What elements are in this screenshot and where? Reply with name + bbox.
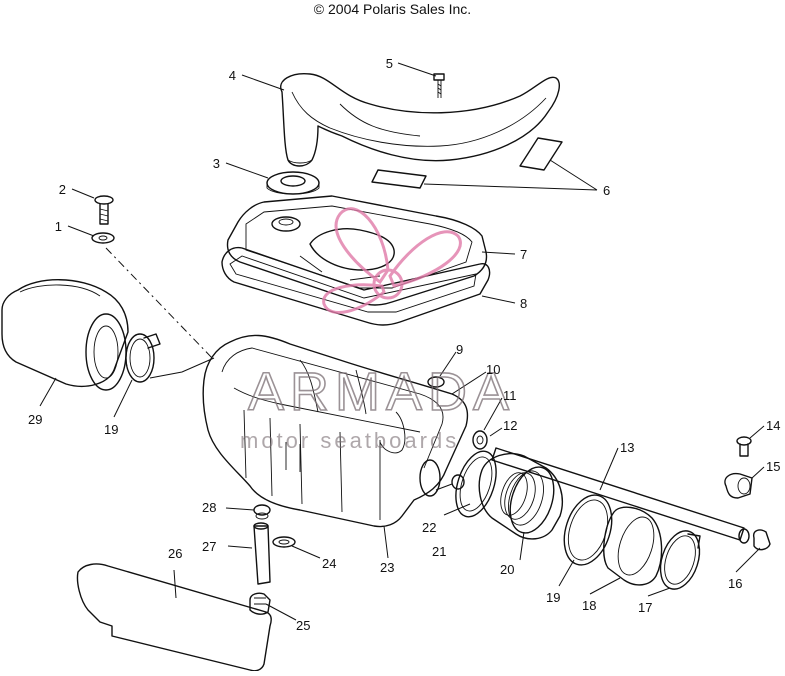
callout-3: 3 (213, 156, 220, 171)
callout-29: 29 (28, 412, 42, 427)
callout-17: 17 (638, 600, 652, 615)
callout-25: 25 (296, 618, 310, 633)
callout-19-right: 19 (546, 590, 560, 605)
callout-14: 14 (766, 418, 780, 433)
callout-22: 22 (422, 520, 436, 535)
drain-tube (491, 447, 750, 544)
callout-16: 16 (728, 576, 742, 591)
logo-watermark (322, 207, 462, 314)
airbox-cover (226, 195, 488, 306)
callout-13: 13 (620, 440, 634, 455)
callout-18: 18 (582, 598, 596, 613)
screw-14 (736, 436, 752, 457)
callout-1: 1 (55, 219, 62, 234)
o-ring-21 (455, 450, 497, 518)
callout-20: 20 (500, 562, 514, 577)
air-filter (1, 279, 129, 391)
callout-26: 26 (168, 546, 182, 561)
watermark-brand: ARMADA (248, 362, 515, 422)
copyright-notice: © 2004 Polaris Sales Inc. (313, 1, 472, 17)
callout-10: 10 (486, 362, 500, 377)
callout-8: 8 (520, 296, 527, 311)
callout-27: 27 (202, 539, 216, 554)
callout-15: 15 (766, 459, 780, 474)
callout-6: 6 (603, 183, 610, 198)
cover-seal (221, 246, 491, 326)
clamp-17 (659, 530, 701, 590)
callout-28: 28 (202, 500, 216, 515)
fitting-9 (427, 376, 445, 388)
clamp-19-right (563, 494, 613, 566)
guard-26 (76, 563, 272, 672)
screw-2 (94, 195, 114, 225)
watermark-sub: motor seatboards (240, 428, 459, 453)
callout-23: 23 (380, 560, 394, 575)
decals (371, 137, 563, 189)
washer-1 (91, 232, 115, 244)
grommet-28 (253, 504, 271, 520)
drain-tube-27 (253, 522, 271, 585)
callout-2: 2 (59, 182, 66, 197)
duct-grommet (266, 171, 320, 195)
screw-5 (433, 73, 445, 98)
nut-22 (451, 474, 465, 490)
assembly-line (105, 247, 215, 361)
leader-lines (39, 62, 765, 621)
clamp-19-left (125, 333, 161, 383)
intake-adapter-20 (478, 452, 564, 540)
callout-12: 12 (503, 418, 517, 433)
drain-valve-25 (249, 592, 271, 615)
callout-7: 7 (520, 247, 527, 262)
cap-16 (752, 529, 771, 551)
callout-4: 4 (229, 68, 236, 83)
callout-9: 9 (456, 342, 463, 357)
boot-18 (603, 506, 663, 586)
fitting-11 (472, 430, 488, 450)
clip-15 (724, 472, 753, 499)
airbox-base (202, 334, 469, 528)
washer-24 (272, 536, 296, 548)
callout-24: 24 (322, 556, 336, 571)
callout-11: 11 (503, 388, 517, 403)
intake-duct (280, 73, 560, 167)
callout-5: 5 (386, 56, 393, 71)
callout-21: 21 (432, 544, 446, 559)
callout-19-left: 19 (104, 422, 118, 437)
